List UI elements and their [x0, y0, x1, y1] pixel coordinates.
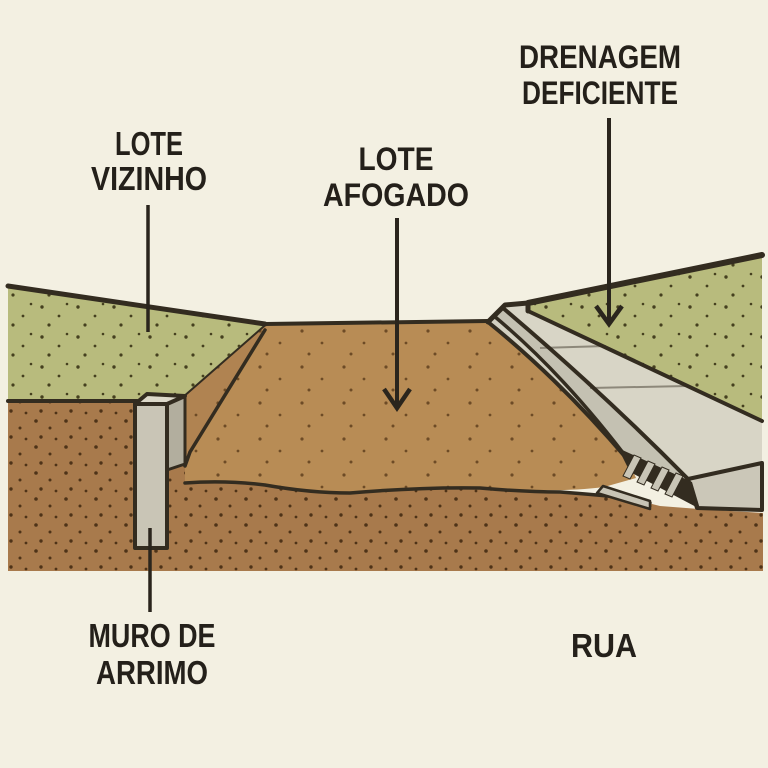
- street-lower-edge-outline: [486, 320, 630, 462]
- ground-section: [8, 319, 763, 571]
- label-lote-afogado-line2: AFOGADO: [323, 177, 469, 213]
- slope-bottom-outline: [183, 328, 267, 468]
- retaining-wall-side: [165, 394, 187, 472]
- sidewalk-edge-outline: [501, 306, 690, 481]
- street: [485, 300, 764, 512]
- street-curb-band: [494, 308, 688, 479]
- label-drenagem-line1: DRENAGEM: [519, 39, 681, 75]
- street-verge: [525, 252, 765, 421]
- annotations: [146, 118, 624, 612]
- grate-slat: [636, 460, 656, 486]
- label-muro-de-arrimo-line2: ARRIMO: [96, 654, 208, 691]
- street-grass-verge-speckles: [528, 255, 762, 421]
- street-tip-outline: [485, 300, 531, 325]
- neighbor-lot-top-outline: [5, 283, 268, 327]
- retaining-wall: [133, 392, 187, 550]
- label-drenagem-line2: DEFICIENTE: [522, 75, 678, 111]
- grate-slat: [622, 454, 642, 480]
- label-lote-vizinho-line2: VIZINHO: [91, 160, 207, 197]
- label-muro-de-arrimo-line1: MURO DE: [89, 617, 216, 654]
- retaining-wall-top: [133, 392, 187, 406]
- label-lote-afogado-line1: LOTE: [359, 141, 434, 177]
- arrowhead-drenagem-deficiente: [594, 304, 624, 328]
- curb-edge-outline: [492, 314, 635, 468]
- label-lote-vizinho-line1: LOTE: [115, 125, 183, 162]
- street-gutter-band: [488, 316, 633, 466]
- drain-grate: [595, 448, 700, 511]
- arrowhead-lote-afogado: [382, 387, 412, 412]
- retaining-wall-front: [133, 402, 169, 550]
- labels: LOTE VIZINHO DRENAGEM DEFICIENTE LOTE AF…: [89, 39, 682, 691]
- sunken-lot-floor-speckles: [185, 321, 636, 494]
- neighbor-lot: [5, 283, 268, 403]
- lot-surface-outline: [263, 319, 490, 326]
- drain-channel-lip: [595, 484, 652, 511]
- street-verge-boundary-outline: [526, 309, 764, 423]
- grate-slat: [664, 472, 684, 498]
- subsoil-speckles: [8, 401, 763, 571]
- street-joint-line-2: [589, 385, 688, 389]
- grate-slat: [650, 466, 670, 492]
- soil-wavy-outline: [183, 480, 652, 505]
- label-rua: RUA: [571, 627, 637, 664]
- street-grass-top-outline: [525, 252, 765, 306]
